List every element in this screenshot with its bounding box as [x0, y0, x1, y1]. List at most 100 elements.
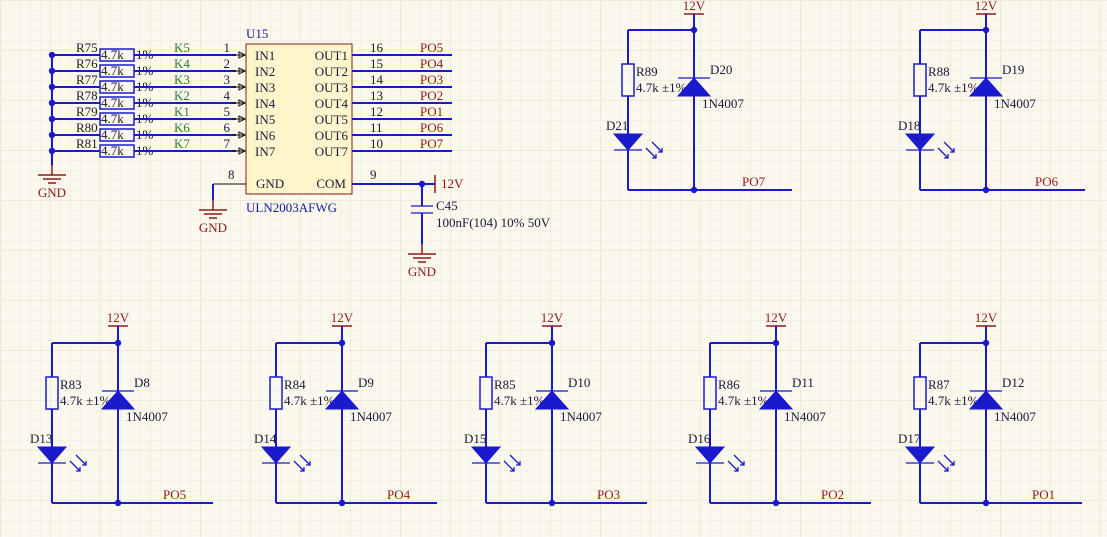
res-ref-1: R76	[76, 56, 98, 71]
out-pin-num-5: 11	[370, 120, 383, 135]
res-value-4: 4.7k	[101, 111, 124, 126]
gnd-pin-num: 8	[228, 167, 235, 182]
led-res-ref-3: R84	[284, 377, 306, 392]
res-value-2: 4.7k	[101, 79, 124, 94]
in-pin-num-3: 4	[224, 88, 231, 103]
in-pin-name-4: IN5	[255, 112, 275, 127]
out-pin-num-2: 14	[370, 72, 384, 87]
led-ref-3: D14	[254, 431, 277, 446]
out-net-label-2: PO3	[420, 72, 443, 87]
in-arrow-5	[238, 131, 247, 139]
ground-ic-label: GND	[199, 220, 227, 235]
rail-junction-0	[48, 51, 56, 59]
out-pin-name-2: OUT3	[315, 80, 348, 95]
in-pin-name-5: IN6	[255, 128, 276, 143]
led-net-label-0: PO7	[742, 174, 766, 189]
in-arrow-3	[238, 99, 247, 107]
out-pin-name-1: OUT2	[315, 64, 348, 79]
led-net-label-1: PO6	[1035, 174, 1059, 189]
res-value-1: 4.7k	[101, 63, 124, 78]
diode-part-5: 1N4007	[784, 409, 826, 424]
com-pin-num: 9	[370, 167, 377, 182]
out-pin-name-5: OUT6	[315, 128, 349, 143]
res-ref-2: R77	[76, 72, 98, 87]
gnd-pin-name: GND	[256, 176, 284, 191]
com-pin-name: COM	[316, 176, 346, 191]
in-arrow-0	[238, 51, 247, 59]
led-arrow2-6	[943, 454, 955, 466]
power-4-label: 12V	[541, 310, 564, 325]
led-body-4	[470, 446, 502, 464]
led-body-6	[904, 446, 936, 464]
led-arrow1-1	[937, 147, 949, 159]
res-ref-6: R81	[76, 136, 98, 151]
led-net-label-2: PO5	[163, 487, 186, 502]
in-arrow-6	[238, 147, 247, 155]
in-pin-name-3: IN4	[255, 96, 276, 111]
led-ref-1: D18	[898, 118, 920, 133]
rail-junction-4	[48, 115, 56, 123]
diode-part-6: 1N4007	[994, 409, 1036, 424]
diode-part-1: 1N4007	[994, 96, 1036, 111]
net-key-3: K2	[174, 88, 190, 103]
led-res-ref-5: R86	[718, 377, 740, 392]
led-res-value-3: 4.7k ±1%	[284, 393, 335, 408]
led-res-value-0: 4.7k ±1%	[636, 80, 687, 95]
res-ref-4: R79	[76, 104, 98, 119]
res-ref-0: R75	[76, 40, 98, 55]
diode-ref-1: D19	[1002, 62, 1024, 77]
led-ref-4: D15	[464, 431, 486, 446]
power-1-label: 12V	[975, 0, 998, 13]
led-body-1	[904, 133, 936, 151]
led-res-ref-6: R87	[928, 377, 950, 392]
ground-rail-label: GND	[38, 185, 66, 200]
in-pin-num-1: 2	[224, 56, 231, 71]
in-pin-name-2: IN3	[255, 80, 275, 95]
rail-junction-3	[48, 99, 56, 107]
ground-cap-label: GND	[408, 264, 436, 279]
led-arrow1-2	[69, 460, 81, 472]
out-pin-name-4: OUT5	[315, 112, 348, 127]
diode-part-0: 1N4007	[702, 96, 744, 111]
in-pin-name-0: IN1	[255, 48, 275, 63]
led-arrow2-5	[733, 454, 745, 466]
res-ref-3: R78	[76, 88, 98, 103]
led-res-value-6: 4.7k ±1%	[928, 393, 979, 408]
led-body-2	[36, 446, 68, 464]
in-pin-num-2: 3	[224, 72, 231, 87]
res-value-0: 4.7k	[101, 47, 124, 62]
power-2-label: 12V	[107, 310, 130, 325]
out-pin-num-6: 10	[370, 136, 383, 151]
led-body-5	[694, 446, 726, 464]
out-net-label-0: PO5	[420, 40, 443, 55]
net-key-6: K7	[174, 136, 190, 151]
res-value-3: 4.7k	[101, 95, 124, 110]
diode-ref-4: D10	[568, 375, 590, 390]
out-pin-num-1: 15	[370, 56, 383, 71]
diode-ref-3: D9	[358, 375, 374, 390]
led-ref-2: D13	[30, 431, 52, 446]
led-arrow2-1	[943, 141, 955, 153]
led-net-label-3: PO4	[387, 487, 411, 502]
net-key-4: K1	[174, 104, 190, 119]
led-arrow2-2	[75, 454, 87, 466]
com-power-label: 12V	[441, 176, 464, 191]
led-res-ref-4: R85	[494, 377, 516, 392]
out-net-label-5: PO6	[420, 120, 444, 135]
in-pin-num-4: 5	[224, 104, 231, 119]
out-pin-num-0: 16	[370, 40, 384, 55]
in-arrow-2	[238, 83, 247, 91]
led-ref-5: D16	[688, 431, 711, 446]
diode-ref-6: D12	[1002, 375, 1024, 390]
diode-ref-0: D20	[710, 62, 732, 77]
rail-junction-2	[48, 83, 56, 91]
in-pin-num-0: 1	[224, 40, 231, 55]
led-res-ref-2: R83	[60, 377, 82, 392]
ic-part-label: ULN2003AFWG	[246, 200, 337, 215]
led-arrow1-6	[937, 460, 949, 472]
power-0-label: 12V	[683, 0, 706, 13]
net-key-0: K5	[174, 40, 190, 55]
